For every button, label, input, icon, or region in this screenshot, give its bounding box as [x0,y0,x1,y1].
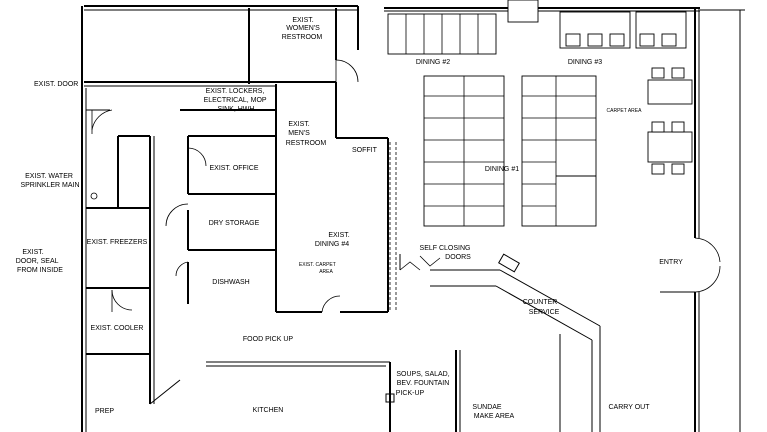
label-exist-dining-4: EXIST. DINING #4 [315,232,352,248]
label-dining-3: DINING #3 [568,59,602,66]
freezer-cooler-walls [86,135,181,405]
label-exist-mens-restroom: EXIST. MEN'S RESTROOM [286,121,327,147]
label-exist-door-seal: EXIST. DOOR, SEAL FROM INSIDE [16,249,64,274]
label-kitchen: KITCHEN [253,407,284,414]
label-exist-cooler: EXIST. COOLER [91,325,144,332]
service-core-walls [165,81,337,312]
label-counter-service: COUNTER SERVICE [523,299,560,316]
top-left-rooms [84,6,359,87]
entry-door [660,237,721,293]
label-self-closing-doors: SELF CLOSING DOORS [420,245,473,261]
label-sundae-make-area: SUNDAE MAKE AREA [472,404,514,420]
label-prep: PREP [95,408,114,415]
label-exist-office: EXIST. OFFICE [209,165,258,172]
label-dining-2: DINING #2 [416,59,450,66]
label-exist-water-sprinkler: EXIST. WATER SPRINKLER MAIN [20,173,79,189]
dining-4-walls [276,137,397,313]
label-carpet-area: CARPET AREA [607,108,643,114]
label-food-pick-up: FOOD PICK UP [243,336,294,343]
label-exist-carpet-area: EXIST. CARPET AREA [299,262,337,275]
room-labels: EXIST. WOMEN'S RESTROOM EXIST. DOOR EXIS… [16,17,683,420]
label-exist-door: EXIST. DOOR [34,81,78,88]
label-dry-storage: DRY STORAGE [209,220,260,227]
label-entry: ENTRY [659,259,683,266]
label-exist-freezers: EXIST. FREEZERS [87,239,148,246]
dining-1-booths [423,75,597,227]
dining-2-booths [387,0,539,55]
label-dishwash: DISHWASH [212,279,249,286]
label-exist-lockers: EXIST. LOCKERS, ELECTRICAL, MOP SINK, HW… [204,88,269,113]
dining-3-tables [559,11,693,175]
label-exist-womens-restroom: EXIST. WOMEN'S RESTROOM [282,17,323,41]
exist-door-swing [86,109,113,134]
exterior-walls [81,5,745,432]
label-dining-1: DINING #1 [485,166,519,173]
self-closing-doors [399,253,601,432]
label-soffit: SOFFIT [352,147,378,154]
label-soups-salad: SOUPS, SALAD, BEV. FOUNTAIN PICK-UP [396,371,452,397]
kitchen-walls [206,350,461,432]
label-carry-out: CARRY OUT [609,404,651,411]
